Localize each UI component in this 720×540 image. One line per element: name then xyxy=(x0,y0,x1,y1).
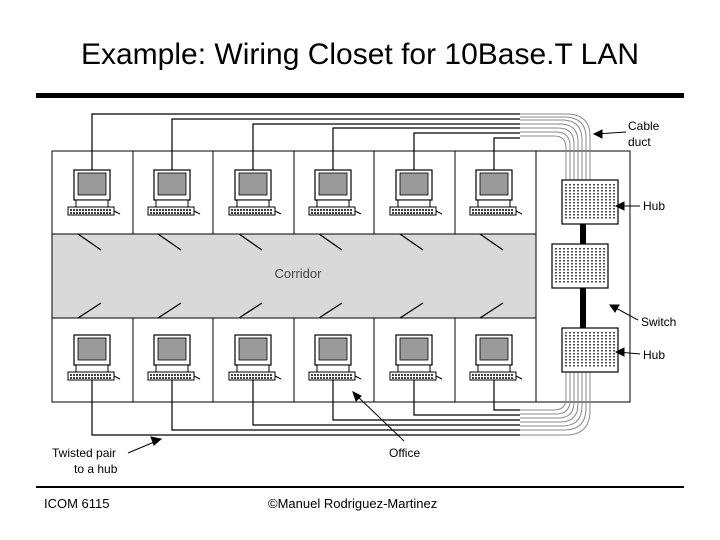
computer xyxy=(67,169,121,216)
office-walls xyxy=(132,151,456,402)
computer xyxy=(389,169,443,216)
footer-copyright: ©Manuel Rodriguez-Martinez xyxy=(268,496,438,511)
computers-top-row xyxy=(67,169,523,216)
computer xyxy=(469,334,523,381)
footer-course-code: ICOM 6115 xyxy=(44,496,110,511)
callout-arrows xyxy=(127,129,641,454)
computer xyxy=(308,169,362,216)
hub-bottom xyxy=(561,327,619,373)
switch xyxy=(551,243,609,289)
computer xyxy=(308,334,362,381)
twisted-pair-label-line1: Twisted pair xyxy=(52,446,116,460)
computers-bottom-row xyxy=(67,334,523,381)
corridor-label: Corridor xyxy=(275,266,323,281)
hub-bottom-label: Hub xyxy=(643,348,665,362)
office-doors xyxy=(77,233,504,319)
building-outline xyxy=(51,150,631,403)
computer xyxy=(147,334,201,381)
corridor xyxy=(52,234,536,318)
computer xyxy=(67,334,121,381)
slide-title: Example: Wiring Closet for 10Base.T LAN xyxy=(80,38,639,71)
computer xyxy=(228,169,282,216)
computer xyxy=(469,169,523,216)
computer xyxy=(389,334,443,381)
title-rule xyxy=(36,93,684,98)
footer-rule xyxy=(36,486,684,488)
cables-top-row xyxy=(91,113,520,170)
hub-top xyxy=(561,179,619,225)
computer xyxy=(147,169,201,216)
cables-bottom-row xyxy=(91,380,520,436)
hub-top-label: Hub xyxy=(643,199,665,213)
switch-label: Switch xyxy=(641,315,676,329)
computer xyxy=(228,334,282,381)
cable-duct xyxy=(520,113,591,436)
cable-duct-label-line2: duct xyxy=(628,135,651,149)
twisted-pair-label-line2: to a hub xyxy=(74,462,118,476)
cable-duct-label-line1: Cable xyxy=(628,119,660,133)
office-label: Office xyxy=(389,446,420,460)
